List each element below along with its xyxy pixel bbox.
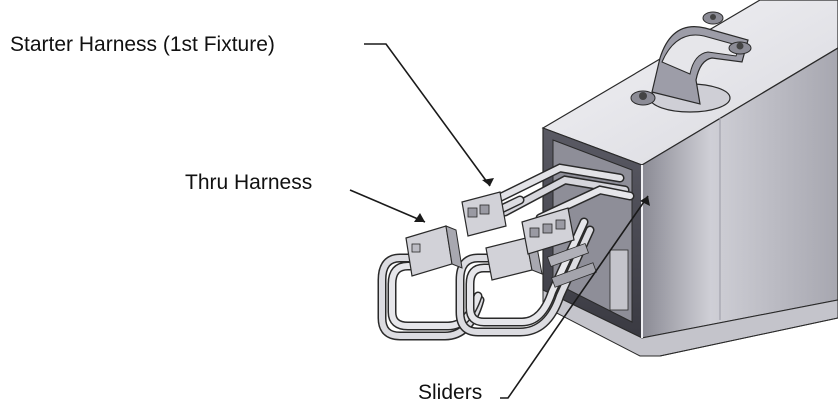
sliders-leader — [500, 195, 649, 399]
connectors — [405, 191, 575, 281]
mount-bracket — [630, 11, 752, 113]
leader-lines — [349, 43, 650, 399]
mid-connector — [485, 237, 533, 281]
thru-harness-label: Thru Harness — [185, 171, 313, 194]
thru-leader — [349, 189, 426, 223]
sliders — [546, 242, 629, 311]
starter-harness-cables — [455, 163, 635, 337]
starter-leader — [364, 43, 491, 187]
sliders-label: Sliders — [418, 381, 483, 404]
starter-harness-label: Starter Harness (1st Fixture) — [10, 33, 275, 56]
